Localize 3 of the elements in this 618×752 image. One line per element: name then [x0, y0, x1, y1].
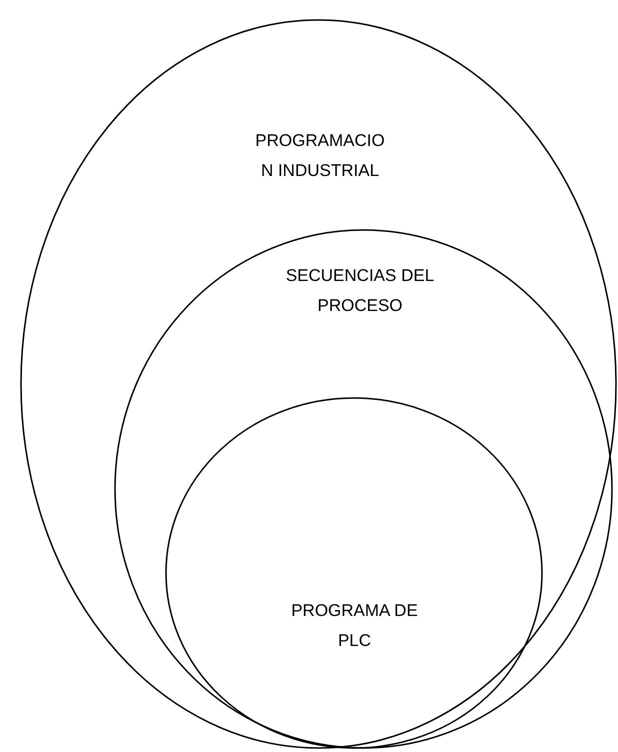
- ellipse-label: PROGRAMACIO N INDUSTRIAL: [254, 130, 386, 182]
- ellipse-label: SECUENCIAS DEL PROCESO: [284, 265, 436, 317]
- ellipse-label: PROGRAMA DE PLC: [290, 600, 419, 652]
